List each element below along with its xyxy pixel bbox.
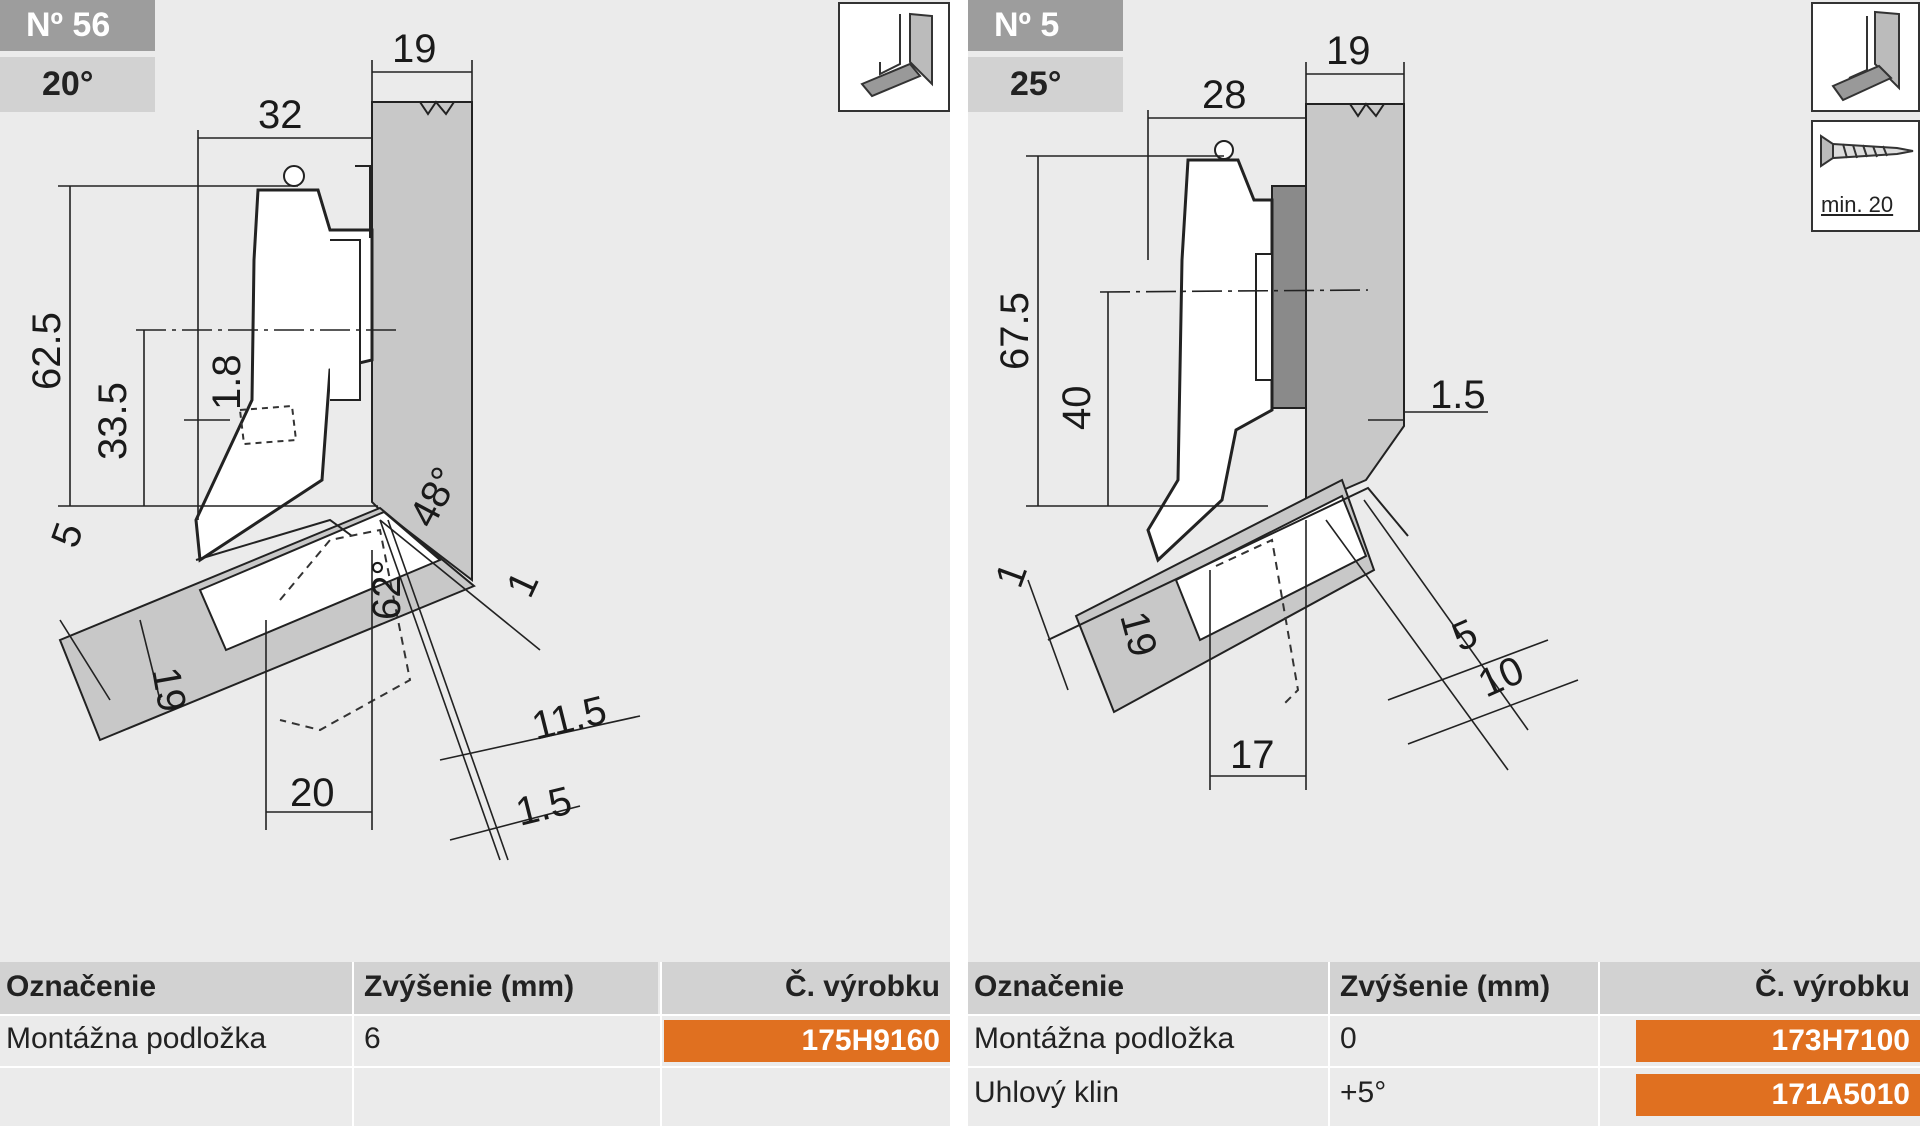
dim-19: 19 xyxy=(392,27,437,71)
corner-cabinet-icon xyxy=(1811,2,1920,112)
table-row xyxy=(0,1068,950,1120)
dim-62-5: 62.5 xyxy=(25,312,69,390)
header-oznacenie: Označenie xyxy=(0,962,352,1014)
column-divider xyxy=(660,962,662,1126)
dim-33-5: 33.5 xyxy=(91,382,135,460)
dim-1-5: 1.5 xyxy=(1430,373,1486,417)
model-number-badge: Nº 56 xyxy=(0,0,155,51)
table-header-row: Označenie Zvýšenie (mm) Č. výrobku xyxy=(0,962,950,1014)
dim-19-door: 19 xyxy=(143,664,194,715)
hinge-drawing-left: 19 32 62.5 33.5 1.8 48° 62° 5 19 1 11.5 … xyxy=(0,0,950,900)
dim-67-5: 67.5 xyxy=(993,292,1037,370)
header-zvysenie: Zvýšenie (mm) xyxy=(1330,962,1598,1014)
dim-1-8: 1.8 xyxy=(205,354,249,410)
column-divider xyxy=(352,962,354,1126)
cell-oznacenie: Montážna podložka xyxy=(6,1022,267,1055)
dim-1-5: 1.5 xyxy=(512,779,577,835)
table-row: Montážna podložka 0 173H7100 xyxy=(968,1014,1920,1066)
column-divider xyxy=(1328,962,1330,1126)
header-cislo-vyrobku: Č. výrobku xyxy=(660,962,950,1014)
row-divider xyxy=(0,1066,950,1068)
row-divider xyxy=(0,1014,950,1016)
header-oznacenie: Označenie xyxy=(968,962,1328,1014)
dim-40: 40 xyxy=(1055,386,1099,431)
table-row: Uhlový klin +5° 171A5010 xyxy=(968,1068,1920,1120)
dim-32: 32 xyxy=(258,93,303,137)
screw-length-label: min. 20 xyxy=(1821,192,1894,217)
dim-19: 19 xyxy=(1326,29,1371,73)
dim-28: 28 xyxy=(1202,73,1247,117)
dim-11-5: 11.5 xyxy=(528,688,611,749)
dim-62-deg: 62° xyxy=(365,560,409,621)
header-cislo-vyrobku: Č. výrobku xyxy=(1600,962,1920,1014)
table-header-row: Označenie Zvýšenie (mm) Č. výrobku xyxy=(968,962,1920,1014)
left-panel: Nº 56 20° xyxy=(0,0,950,1126)
dim-20: 20 xyxy=(290,771,335,815)
column-divider xyxy=(1598,962,1600,1126)
cell-product-code: 173H7100 xyxy=(1636,1020,1920,1062)
screw-icon: min. 20 xyxy=(1811,120,1920,232)
cell-oznacenie: Uhlový klin xyxy=(974,1076,1120,1109)
dim-17: 17 xyxy=(1230,733,1275,777)
dim-5: 5 xyxy=(43,517,92,553)
cell-product-code xyxy=(664,1068,950,1120)
corner-cabinet-icon xyxy=(838,2,950,112)
model-number-badge: Nº 5 xyxy=(968,0,1123,51)
hinge-drawing-right: 19 28 67.5 40 1.5 1 19 5 10 17 xyxy=(968,0,1918,900)
cell-oznacenie xyxy=(0,1068,352,1120)
cell-zvysenie xyxy=(354,1068,658,1120)
angle-badge: 20° xyxy=(0,57,155,112)
header-zvysenie: Zvýšenie (mm) xyxy=(354,962,658,1014)
cell-product-code: 175H9160 xyxy=(664,1020,950,1062)
cell-zvysenie: +5° xyxy=(1340,1076,1387,1109)
dim-10: 10 xyxy=(1472,648,1531,706)
right-panel: Nº 5 25° min. 20 xyxy=(968,0,1920,1126)
dim-1: 1 xyxy=(498,565,547,604)
dim-5: 5 xyxy=(1446,611,1484,660)
table-row: Montážna podložka 6 175H9160 xyxy=(0,1014,950,1066)
cell-product-code: 171A5010 xyxy=(1636,1074,1920,1116)
row-divider xyxy=(968,1066,1920,1068)
cell-zvysenie: 0 xyxy=(1340,1022,1357,1055)
cell-zvysenie: 6 xyxy=(364,1022,381,1055)
cell-oznacenie: Montážna podložka xyxy=(974,1022,1235,1055)
row-divider xyxy=(968,1014,1920,1016)
angle-badge: 25° xyxy=(968,57,1123,112)
dim-1: 1 xyxy=(987,557,1036,593)
